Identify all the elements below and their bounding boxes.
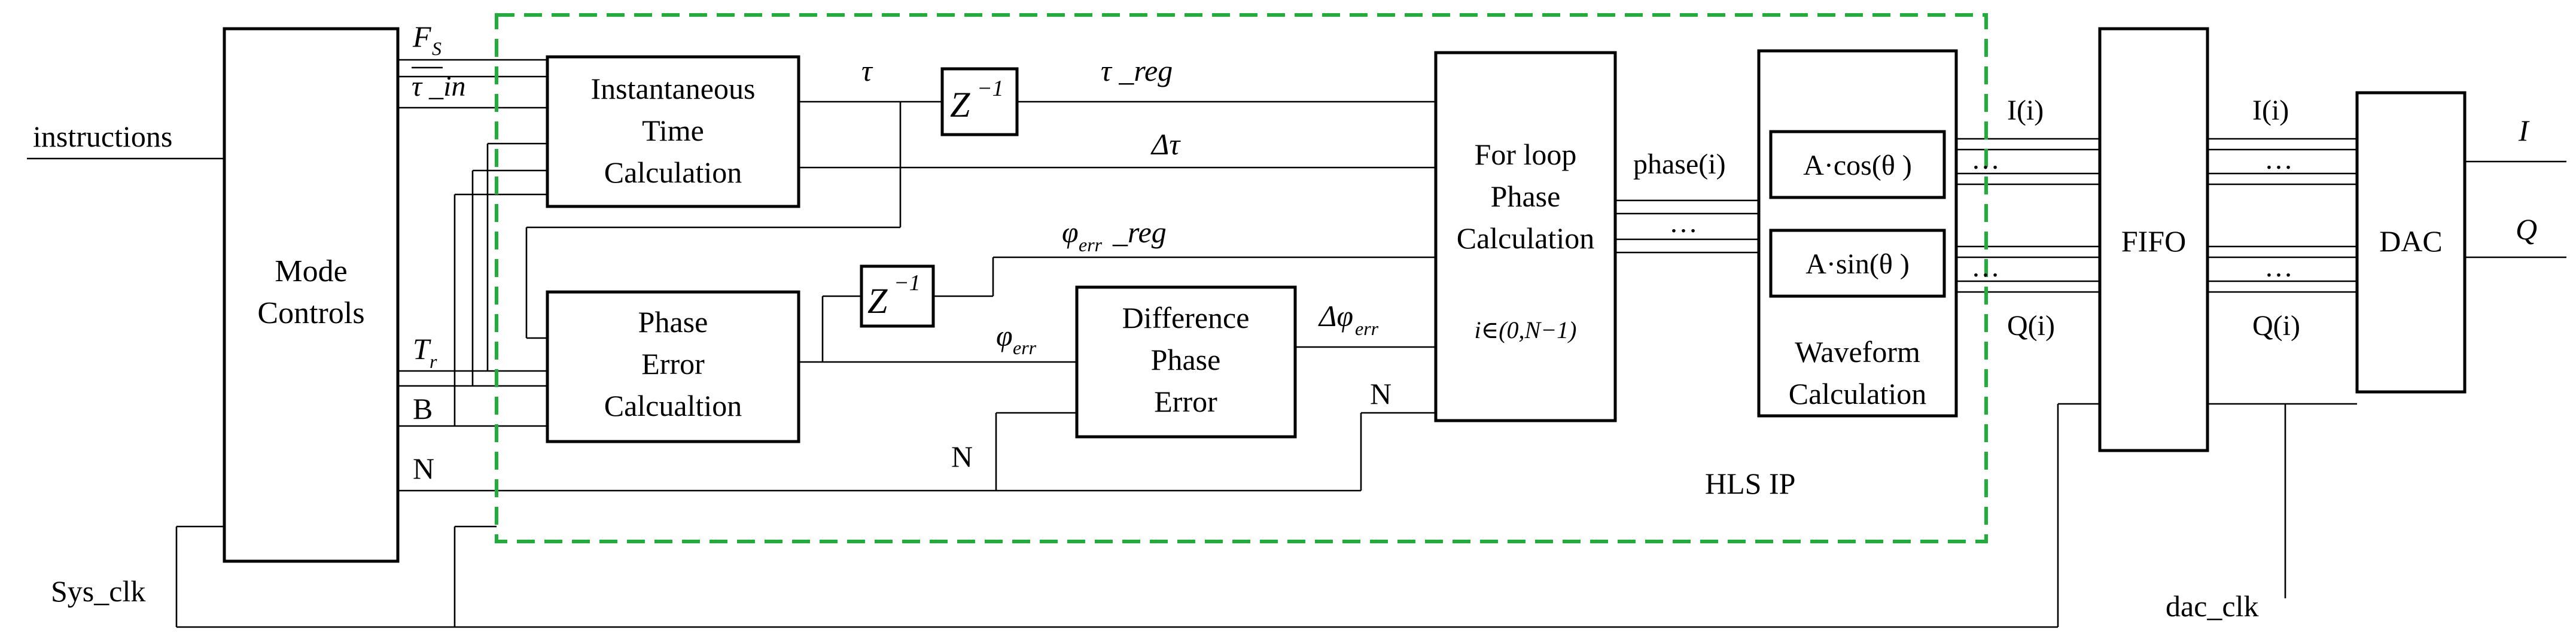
delta-tau-label: Δτ [1150,127,1181,161]
phase-dots: … [1669,207,1698,239]
q-dots-1: … [1971,251,2000,283]
svg-text:A·sin(θ ): A·sin(θ ) [1805,248,1910,280]
svg-text:Error: Error [641,347,705,381]
signal-labels: instructions Sys_clk dac_clk F S τ _in T… [33,20,2537,623]
svg-text:err: err [1013,337,1037,358]
n-dpe-label: N [951,440,973,473]
mode-controls-label-2: Controls [257,296,364,330]
svg-text:Calculation: Calculation [604,156,742,189]
q-label-1: Q(i) [2007,310,2055,342]
hls-ip-region [495,13,1988,543]
waveform-calculation-block: A·cos(θ ) A·sin(θ ) Waveform Calculation [1757,49,1958,418]
phi-err-reg-label: φ [1062,215,1079,249]
svg-text:A·cos(θ ): A·cos(θ ) [1803,150,1912,181]
q-label-2: Q(i) [2252,310,2300,342]
svg-text:Time: Time [642,114,704,147]
instructions-label: instructions [33,120,172,153]
svg-text:_reg: _reg [1112,215,1167,249]
delay-z2-block: Z −1 [860,264,935,328]
i-out-label: I [2518,114,2530,147]
sin-block [1769,229,1946,298]
wires [27,59,2566,628]
svg-text:Phase: Phase [1151,343,1221,376]
svg-text:r: r [430,351,437,372]
tau-reg-label: τ _reg [1101,54,1173,87]
mode-controls-label-1: Mode [275,254,347,288]
mode-controls-block: Mode Controls [223,27,400,563]
svg-text:Waveform: Waveform [1795,335,1920,369]
delay-z1-block: Z −1 [940,67,1019,136]
svg-text:Z: Z [867,281,888,321]
for-loop-phase-block: For loop Phase Calculation i∈(0,N−1) [1434,51,1617,422]
svg-text:err: err [1079,234,1103,255]
svg-text:Z: Z [950,85,970,124]
sys-clk-label: Sys_clk [51,574,145,608]
svg-text:For loop: For loop [1475,138,1577,171]
svg-text:err: err [1355,318,1379,339]
i-dots-2: … [2264,144,2293,175]
n-flp-label: N [1370,377,1391,410]
fs-label: F [412,20,431,53]
tau-in-label: τ _in [412,71,466,102]
svg-text:Calculation: Calculation [1789,377,1927,410]
b-label: B [413,392,433,425]
svg-text:S: S [432,38,441,59]
q-out-label: Q [2516,212,2537,246]
tr-label: T [413,332,431,366]
instantaneous-time-block: Instantaneous Time Calculation [546,55,800,208]
difference-phase-error-block: Difference Phase Error [1075,285,1297,439]
svg-text:Phase: Phase [1491,179,1561,213]
i-label-2: I(i) [2252,95,2289,126]
i-label-1: I(i) [2007,95,2044,126]
phase-error-block: Phase Error Calcualtion [546,290,800,443]
delta-phi-err-label: Δφ [1318,299,1353,333]
cos-block [1769,130,1946,199]
phase-i-label: phase(i) [1633,148,1726,180]
svg-text:Instantaneous: Instantaneous [591,72,756,105]
hls-ip-label: HLS IP [1705,467,1795,500]
tau-label: τ [861,54,873,87]
fifo-block: FIFO [2098,27,2209,452]
phi-err-label: φ [996,319,1013,352]
svg-text:Calcualtion: Calcualtion [604,389,742,422]
n-mode-label: N [413,452,434,485]
i-dots-1: … [1971,144,2000,175]
dac-clk-label: dac_clk [2166,589,2258,623]
dac-block: DAC [2355,91,2467,394]
svg-text:−1: −1 [977,76,1004,101]
q-dots-2: … [2264,251,2293,283]
svg-text:Phase: Phase [638,305,708,339]
svg-text:Calculation: Calculation [1457,221,1595,255]
svg-text:Difference: Difference [1122,301,1250,334]
svg-text:DAC: DAC [2379,224,2443,258]
loop-range-label: i∈(0,N−1) [1474,317,1576,343]
svg-text:Error: Error [1154,385,1217,418]
svg-text:FIFO: FIFO [2121,224,2186,258]
svg-text:−1: −1 [894,270,921,296]
